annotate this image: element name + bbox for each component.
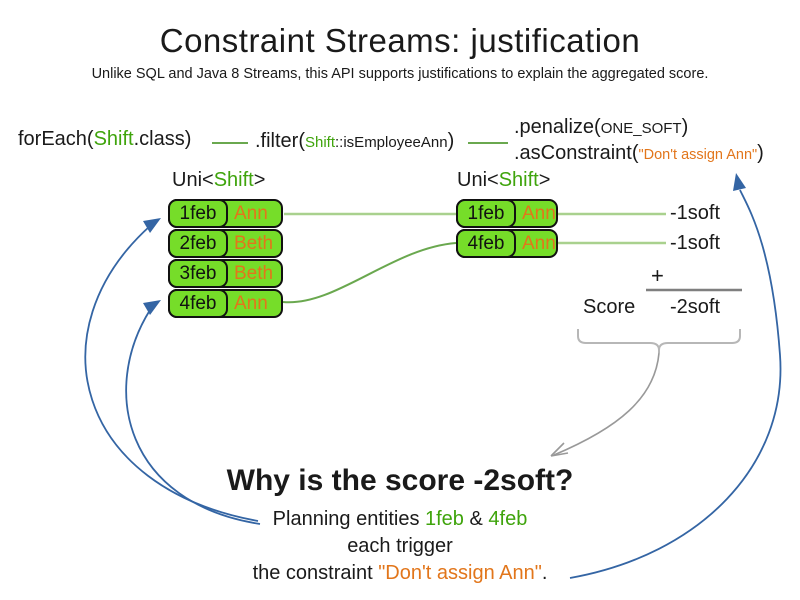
blue-arrowhead-4feb-icon (143, 300, 161, 315)
shift-date: 4feb (168, 289, 228, 318)
shift-employee: Ann (234, 202, 268, 224)
left-header-post: > (253, 169, 266, 191)
right-table-header: Uni<Shift> (457, 169, 550, 192)
shift-date: 2feb (168, 229, 228, 258)
code-filter-rest: ::isEmployeeAnn (335, 134, 448, 151)
code-penalize-arg: ONE_SOFT (600, 120, 682, 137)
line3-post: . (541, 562, 548, 584)
left-table-header: Uni<Shift> (172, 169, 265, 192)
shift-employee: Ann (234, 292, 268, 314)
left-header-pre: Uni< (172, 169, 214, 191)
left-shift-row-4feb: 4feb Ann (168, 289, 283, 318)
score-total: -2soft (670, 296, 721, 318)
shift-employee: Beth (234, 232, 274, 254)
code-filter-close: ) (447, 130, 455, 152)
explanation-line3: the constraint "Don't assign Ann". (0, 560, 800, 587)
line1-entity2: 4feb (488, 508, 528, 530)
shift-date: 1feb (168, 199, 228, 228)
code-foreach-pre: forEach( (18, 128, 94, 150)
code-penalize-pre: .penalize( (514, 116, 601, 138)
plus-sign: + (651, 263, 664, 288)
line3-pre: the constraint (252, 562, 379, 584)
code-penalize-close: ) (681, 116, 689, 138)
code-foreach-post: .class) (133, 128, 192, 150)
code-filter-pre: .filter( (255, 130, 305, 152)
score-brace (577, 329, 741, 353)
right-header-type: Shift (498, 169, 539, 191)
code-penalize: .penalize(ONE_SOFT) (514, 116, 688, 139)
right-shift-row-4feb: 4feb Ann (456, 229, 558, 258)
shift-employee: Ann (522, 202, 556, 224)
gray-arrow (553, 352, 660, 456)
explanation-heading: Why is the score -2soft? (226, 464, 574, 497)
right-header-pre: Uni< (457, 169, 499, 191)
page-title: Constraint Streams: justification (159, 22, 641, 59)
line1-pre: Planning entities (272, 508, 425, 530)
explanation-line2: each trigger (347, 535, 453, 557)
line1-entity1: 1feb (425, 508, 464, 530)
explanation-line1: Planning entities 1feb & 4feb (0, 506, 800, 533)
penalty-2: -1soft (670, 232, 721, 254)
match-line-4feb (282, 242, 457, 304)
penalty-1: -1soft (670, 202, 721, 224)
right-shift-row-1feb: 1feb Ann (456, 199, 558, 228)
code-foreach: forEach(Shift.class) (18, 128, 191, 151)
right-header-post: > (538, 169, 551, 191)
shift-employee: Ann (522, 232, 556, 254)
page-subtitle: Unlike SQL and Java 8 Streams, this API … (91, 66, 709, 82)
code-filter-class: Shift (305, 134, 336, 151)
left-shift-row-3feb: 3feb Beth (168, 259, 283, 288)
code-foreach-class: Shift (93, 128, 134, 150)
shift-date: 3feb (168, 259, 228, 288)
line1-mid: & (463, 508, 489, 530)
shift-employee: Beth (234, 262, 274, 284)
code-filter: .filter(Shift::isEmployeeAnn) (255, 130, 454, 153)
blue-arrowhead-1feb-icon (143, 218, 161, 233)
code-asconstraint: .asConstraint("Don't assign Ann") (514, 142, 764, 165)
left-header-type: Shift (213, 169, 254, 191)
left-shift-row-1feb: 1feb Ann (168, 199, 283, 228)
code-asconstraint-close: ) (757, 142, 764, 164)
blue-arrowhead-constraint-icon (733, 173, 746, 191)
score-label: Score (583, 296, 636, 318)
explanation-block: Why is the score -2soft? Planning entiti… (0, 464, 800, 587)
gray-arrowhead-icon (550, 442, 569, 457)
shift-date: 1feb (456, 199, 516, 228)
code-asconstraint-pre: .asConstraint( (514, 142, 639, 164)
code-asconstraint-arg: "Don't assign Ann" (638, 147, 758, 163)
line3-constraint: "Don't assign Ann" (378, 562, 542, 584)
shift-date: 4feb (456, 229, 516, 258)
left-shift-row-2feb: 2feb Beth (168, 229, 283, 258)
